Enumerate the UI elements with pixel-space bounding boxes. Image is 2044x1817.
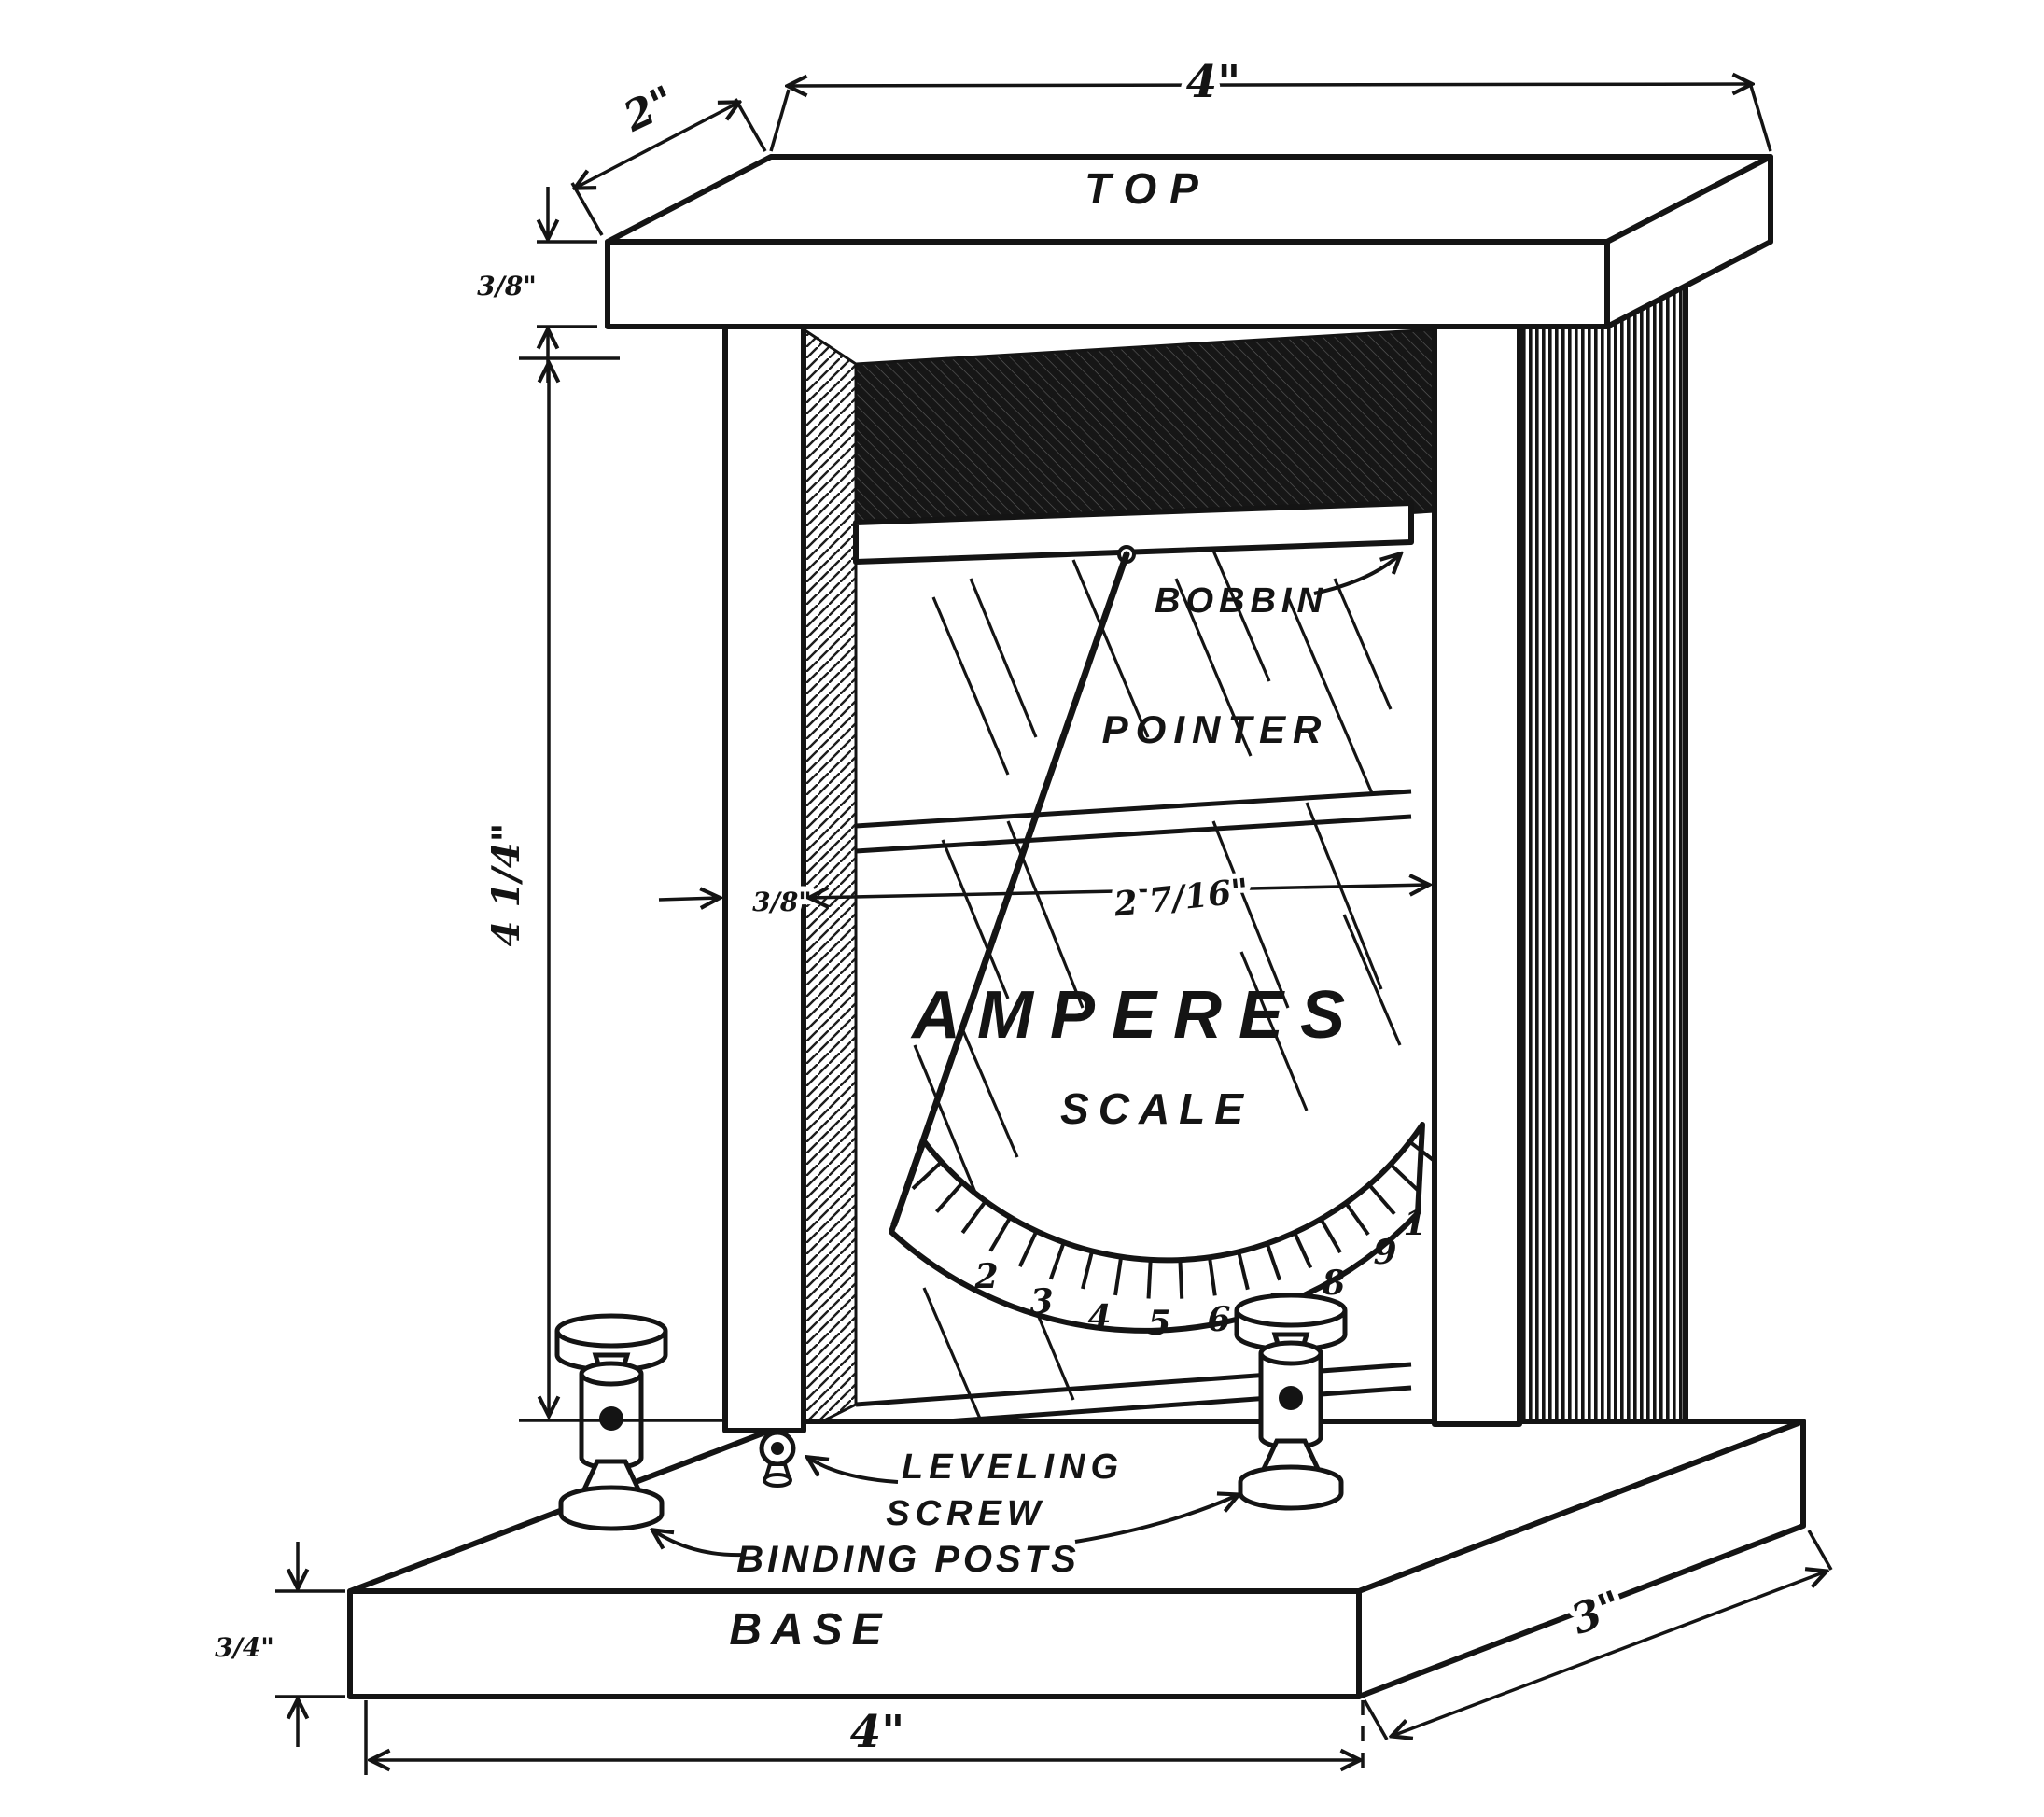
dim-base-width-label: 4": [850, 1706, 904, 1758]
dim-top-width: 4": [769, 50, 1772, 152]
binding-posts-leader-left: [653, 1530, 746, 1558]
dim-window-width-label: 2 7/16": [1112, 872, 1251, 925]
dim-window-width: 2 7/16": [810, 866, 1428, 930]
mid-shelf: [855, 789, 1412, 854]
top-label: TOP: [1085, 164, 1211, 213]
dim-upright-height: 4 1/4": [479, 356, 728, 1422]
dim-upright-width-label: 3/8": [752, 887, 812, 917]
inner-left-wall: [802, 327, 858, 1433]
scale-number: 4: [1087, 1298, 1111, 1337]
left-upright: [722, 324, 806, 1433]
leveling-screw-leader-arrow: [808, 1458, 899, 1484]
top-board-front-face: [605, 239, 1610, 329]
side-panel: [1517, 244, 1688, 1474]
top-board: TOP: [605, 154, 1773, 329]
dim-base-width: 4": [364, 1700, 1365, 1775]
dim-top-thickness: 3/8": [471, 187, 597, 383]
dim-base-thickness-label: 3/4": [215, 1632, 274, 1663]
dim-top-width-label: 4": [1186, 56, 1240, 108]
dim-upright-height-label: 4 1/4": [484, 823, 528, 947]
binding-posts-leader-right: [1074, 1495, 1238, 1544]
scale-number: 5: [1147, 1304, 1170, 1343]
base-front-face: [347, 1588, 1362, 1699]
scale-number: 8: [1321, 1264, 1345, 1303]
bobbin-leader-arrow: [1313, 554, 1400, 595]
base-label: BASE: [729, 1605, 890, 1655]
dim-upright-width: 3/8": [658, 881, 818, 923]
scale-number: 3: [1029, 1282, 1053, 1321]
binding-post-right: [1237, 1295, 1345, 1508]
bobbin-label: BOBBIN: [1155, 581, 1328, 621]
pointer-label: POINTER: [1102, 707, 1329, 751]
scale-number: 9: [1373, 1233, 1396, 1272]
right-upright: [1432, 324, 1522, 1427]
binding-post-left: [557, 1316, 665, 1529]
leveling-screw-label-line2: SCREW: [886, 1494, 1045, 1533]
amperes-label: AMPERES: [910, 978, 1362, 1053]
dim-top-thickness-label: 3/8": [477, 271, 537, 301]
scale-label: SCALE: [1060, 1084, 1253, 1133]
binding-posts-label: BINDING POSTS: [736, 1539, 1080, 1580]
scale-number: 1: [1403, 1204, 1426, 1243]
dim-top-depth-label: 2": [616, 77, 682, 141]
leveling-screw-label-line1: LEVELING: [902, 1447, 1124, 1487]
scale-number: 2: [973, 1257, 998, 1296]
bottom-rail: [855, 1362, 1412, 1431]
bobbin-board: [853, 500, 1414, 565]
scale-band: 2 3 4 5 6 7 8 9 1: [889, 1122, 1442, 1343]
scale-ticks: [911, 1140, 1442, 1299]
leveling-screw: [759, 1430, 796, 1488]
scale-number: 6: [1207, 1300, 1230, 1339]
dim-base-thickness: 3/4": [209, 1542, 345, 1747]
